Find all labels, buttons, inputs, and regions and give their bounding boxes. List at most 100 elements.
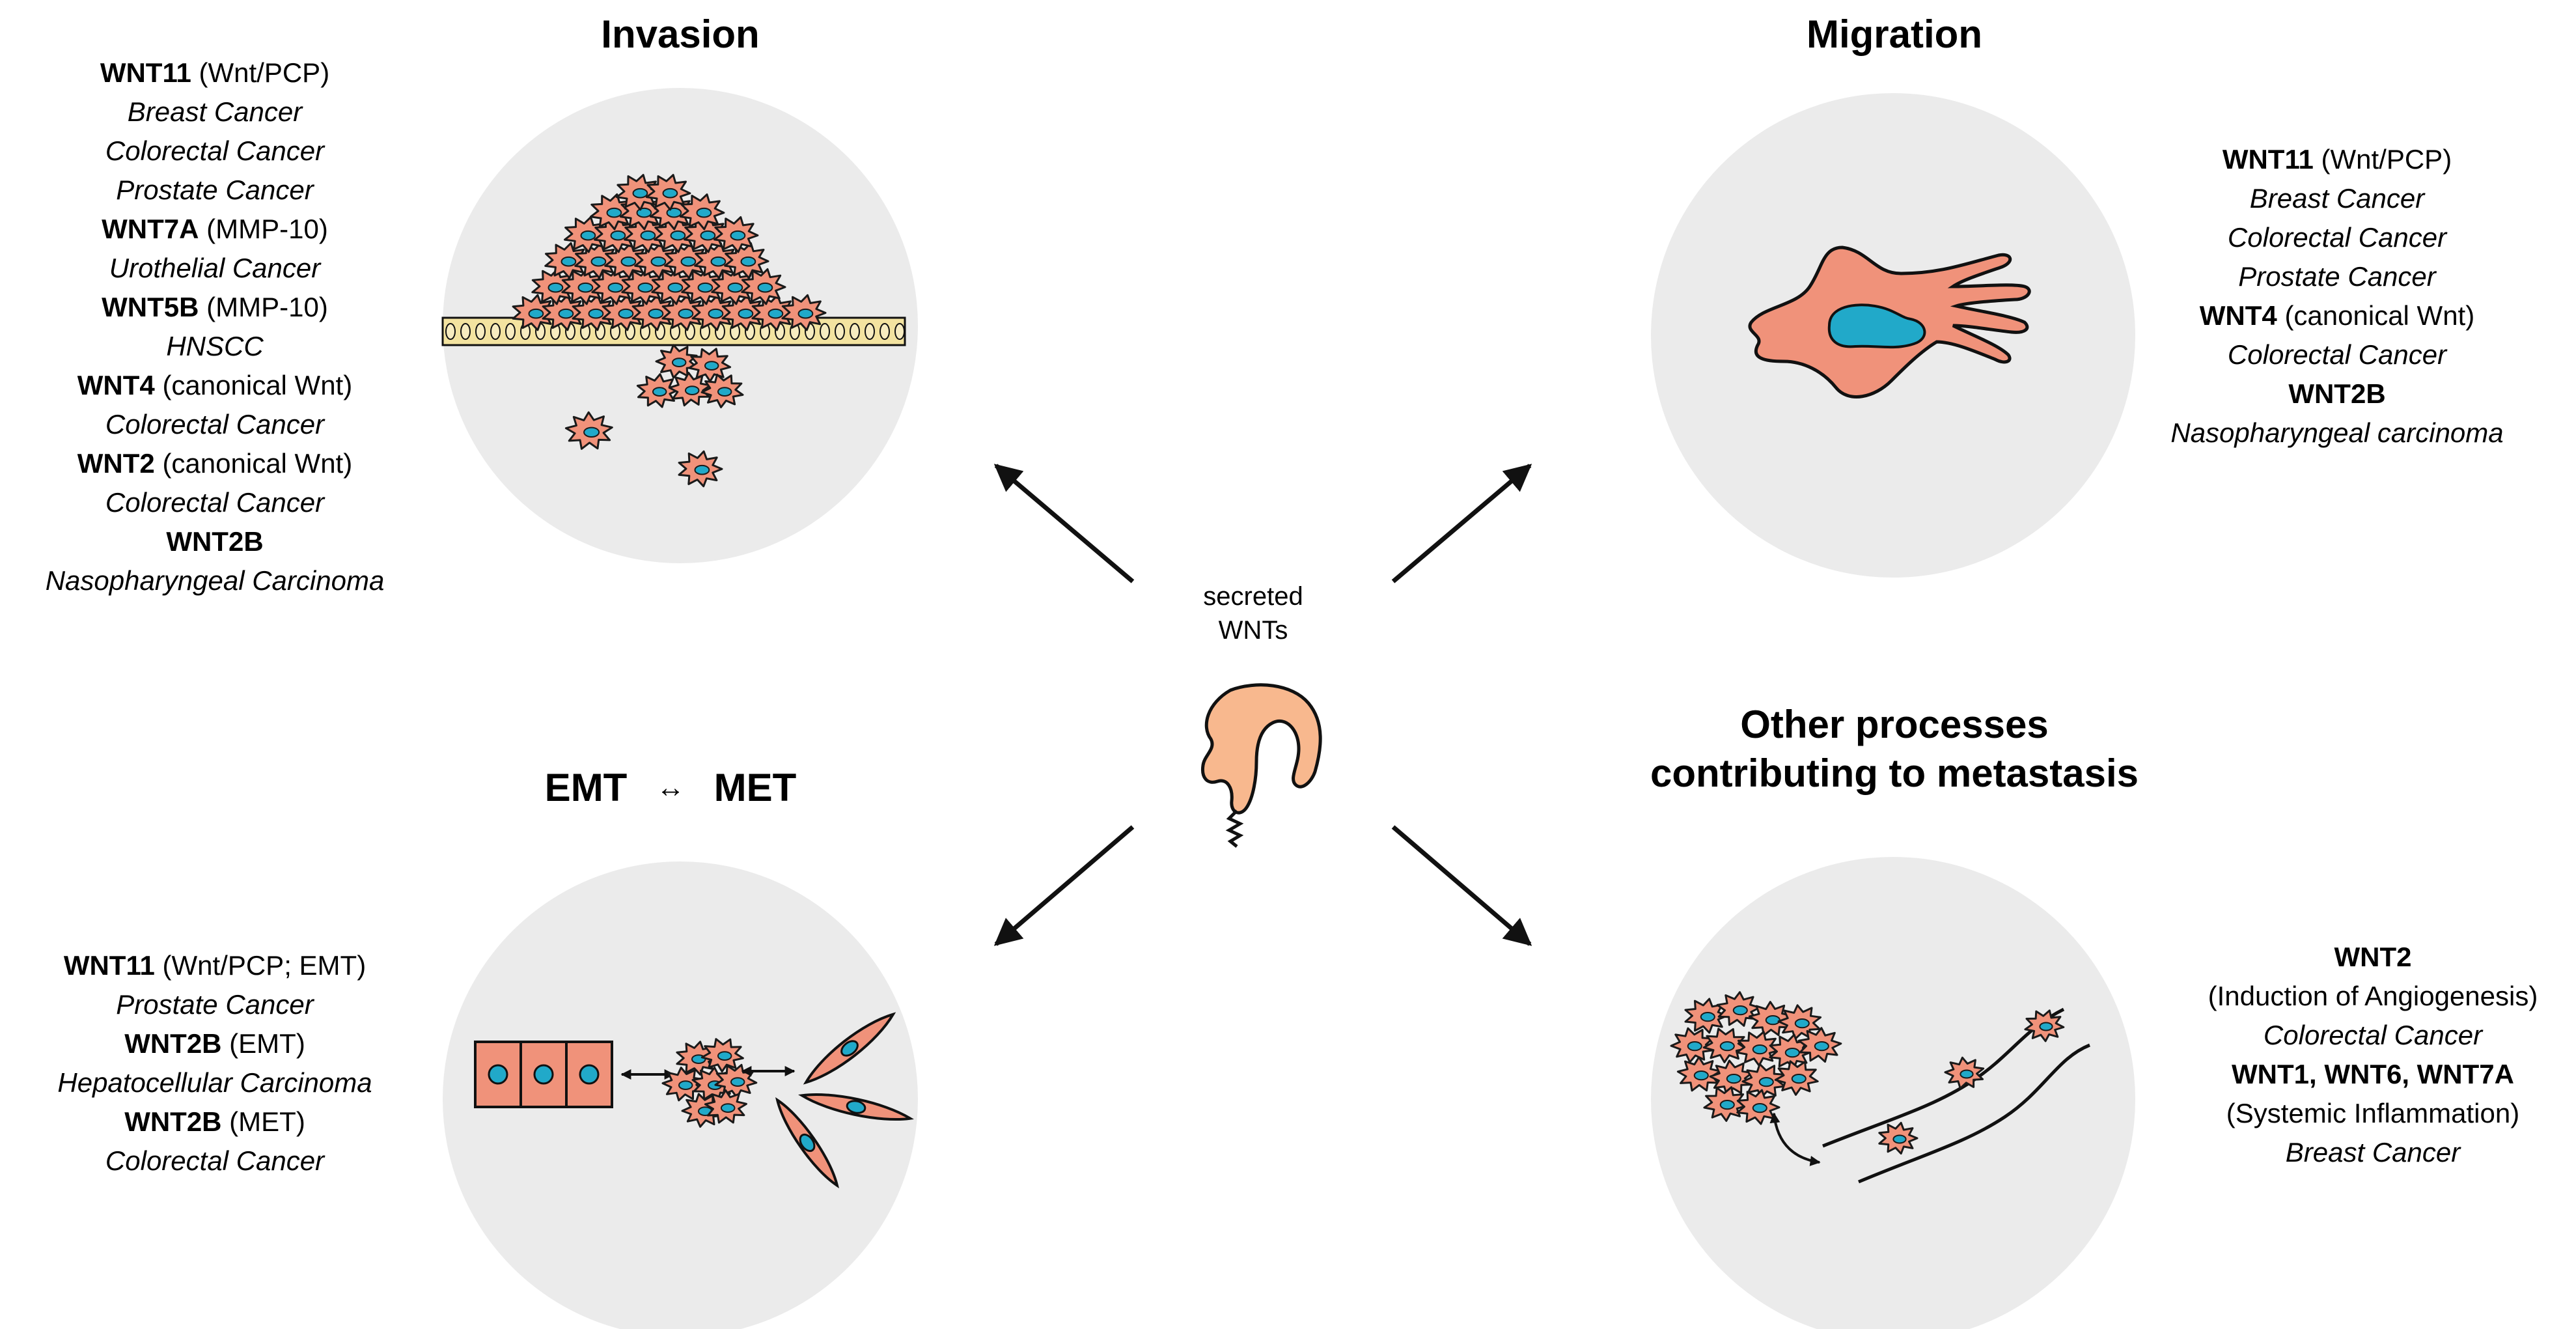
membrane-cell [879,323,890,340]
membrane-cell [894,323,905,340]
other-processes-title: Other processes contributing to metastas… [1595,700,2194,798]
cell-nucleus [1765,1015,1780,1026]
cell-nucleus [670,230,686,241]
mechanism-note: (EMT) [221,1028,305,1059]
mechanism-note: (Induction of Angiogenesis) [2208,981,2538,1011]
list-entry: Breast Cancer [2171,1133,2575,1172]
cancer-type: Colorectal Cancer [105,409,325,440]
intravasation-arrow [1769,1112,1821,1166]
cell-nucleus [717,387,732,397]
list-entry: Hepatocellular Carcinoma [7,1063,423,1102]
list-entry: Colorectal Cancer [2135,218,2539,257]
cell-nucleus [650,256,667,267]
tumor-cluster [1670,991,1842,1125]
cell-nucleus [620,256,637,267]
cell-nucleus [678,1080,693,1090]
list-entry: WNT2B [7,522,423,561]
list-entry: WNT4 (canonical Wnt) [2135,296,2539,335]
gene-name: WNT2B [2288,378,2386,409]
list-entry: Breast Cancer [7,92,423,132]
list-entry: WNT4 (canonical Wnt) [7,366,423,405]
cell-nucleus [632,188,648,199]
cell-nucleus [606,207,622,218]
cell-nucleus [528,308,544,319]
gene-name: WNT11 [2222,144,2314,175]
cell-nucleus [1892,1134,1907,1144]
cancer-type: Nasopharyngeal carcinoma [2170,417,2504,448]
mechanism-note: (Systemic Inflammation) [2226,1098,2520,1128]
cancer-type: HNSCC [166,331,264,361]
cell-nucleus [684,385,700,395]
list-entry: Nasopharyngeal carcinoma [2135,413,2539,453]
cell-nucleus [640,230,656,241]
cell-nucleus [558,308,574,319]
cell-nucleus [694,464,710,475]
gene-name: WNT1, WNT6, WNT7A [2232,1059,2514,1089]
gene-name: WNT11 [100,57,191,88]
cancer-type: Breast Cancer [2249,183,2425,214]
arrow-to-emt-met [993,825,1135,946]
cancer-type: Urothelial Cancer [109,253,321,283]
cancer-type: Hepatocellular Carcinoma [57,1067,372,1098]
invading-cell-mass [512,174,827,488]
membrane-cell [505,323,516,340]
membrane-cell [850,323,860,340]
gene-name: WNT2B [166,526,264,557]
cell-nucleus [696,207,712,218]
cell-nucleus [797,308,814,319]
cell-nucleus [590,256,607,267]
list-entry: WNT1, WNT6, WNT7A [2171,1055,2575,1094]
gene-name: WNT7A [102,214,199,244]
list-entry: WNT11 (Wnt/PCP; EMT) [7,946,423,985]
migrating-cell [1748,245,2031,399]
list-entry: Colorectal Cancer [7,483,423,522]
cancer-type: Breast Cancer [127,96,303,127]
cell-nucleus [561,256,577,267]
list-entry: HNSCC [7,327,423,366]
emt-met-illustration [474,1012,914,1188]
list-entry: Colorectal Cancer [7,1141,423,1181]
cell-nucleus [730,230,746,241]
cell-nucleus [583,427,600,438]
list-entry: Breast Cancer [2135,179,2539,218]
emt-label: EMT [544,766,628,809]
cell-nucleus [1791,1074,1807,1084]
secreted-wnts-label: secreted WNTs [1172,580,1335,647]
cancer-type: Colorectal Cancer [2227,339,2447,370]
cell-nucleus [667,282,684,293]
wnt-protein-icon [1200,683,1322,848]
met-label: MET [713,766,797,809]
cell-nucleus [1700,1012,1715,1022]
cancer-type: Colorectal Cancer [2227,222,2447,253]
list-entry: WNT5B (MMP-10) [7,288,423,327]
membrane-cell [490,323,501,340]
cell-nucleus [618,308,634,319]
emt-met-title: EMT ↔ MET [508,763,833,812]
emt-met-double-arrow: ↔ [656,772,685,804]
gene-name: WNT4 [77,370,155,400]
gene-name: WNT2 [77,448,155,479]
cell-nucleus [1814,1041,1829,1052]
list-entry: Colorectal Cancer [7,132,423,171]
list-entry: WNT2 [2171,938,2575,977]
other-title-line2: contributing to metastasis [1650,751,2139,795]
cancer-type: Prostate Cancer [2238,261,2436,292]
list-entry: WNT11 (Wnt/PCP) [2135,140,2539,179]
gene-name: WNT2 [2334,942,2412,972]
list-entry: WNT7A (MMP-10) [7,210,423,249]
center-label-line2: WNTs [1218,616,1288,645]
cell-nucleus [700,230,716,241]
arrow-to-migration [1391,464,1532,583]
membrane-cell [865,323,875,340]
list-entry: WNT11 (Wnt/PCP) [7,53,423,92]
cancer-type: Prostate Cancer [116,989,314,1020]
mechanism-note: (canonical Wnt) [154,370,353,400]
blood-vessel-wall-lower [1858,1043,2090,1184]
cell-nucleus [1726,1074,1741,1084]
membrane-cell [460,323,471,340]
list-entry: WNT2B (MET) [7,1102,423,1141]
cell-nucleus [710,256,727,267]
